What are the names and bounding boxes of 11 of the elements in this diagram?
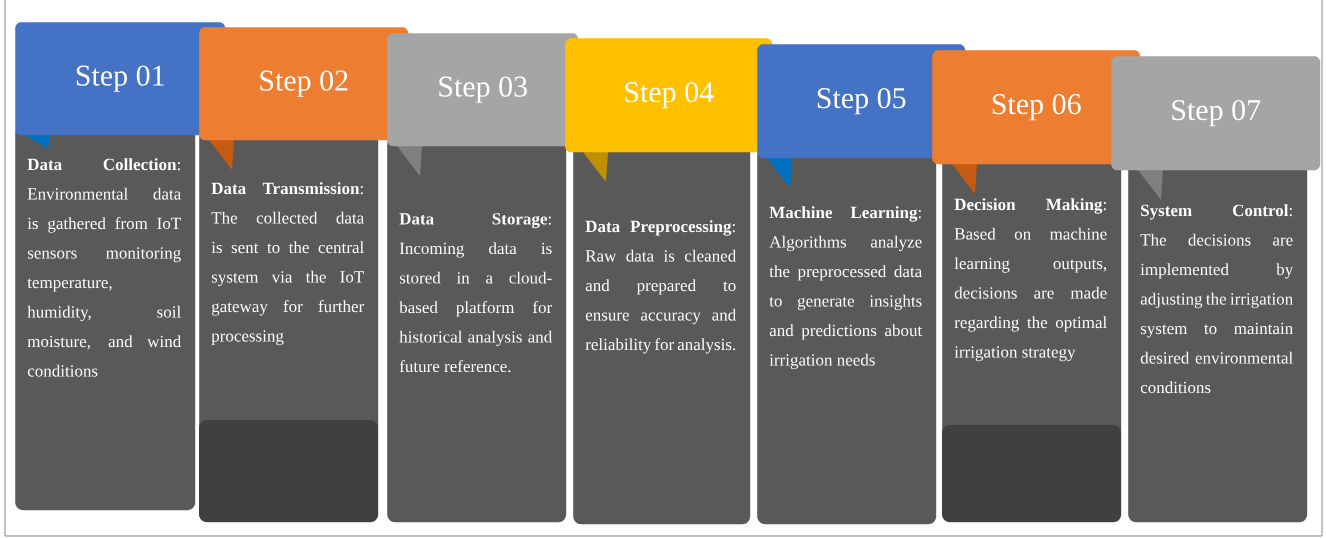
step-tab: Step 03 — [387, 33, 579, 147]
step-card: Data Storage: Incoming data is stored in a cloud-based platform for historical analysis and future reference. — [387, 136, 567, 523]
step-tab: Step 02 — [199, 27, 409, 141]
step-card: Data Collection: Environmental data is gathered from IoT sensors monitoring temperature, humidity, soil moisture, and wind conditions — [15, 125, 196, 511]
step-tab: Step 04 — [565, 38, 773, 153]
step-card: Data Preprocessing: Raw data is cleaned and prepared to ensure accuracy and reliability for analysis. — [573, 142, 751, 525]
step-card: Data Transmission: The collected data is sent to the central system via the IoT gateway for further processing — [199, 130, 379, 523]
step-card: System Control: The decisions are implemented by adjusting the irrigation system to maintain desired environmental conditions — [1128, 160, 1308, 523]
step-card: Decision Making: Based on machine learning outputs, decisions are made regarding the optimal irrigation strategy — [942, 154, 1122, 523]
step-card: Machine Learning: Algorithms analyze the preprocessed data to generate insights and predictions about irrigation needs — [757, 148, 937, 525]
step-tab: Step 07 — [1111, 56, 1321, 171]
